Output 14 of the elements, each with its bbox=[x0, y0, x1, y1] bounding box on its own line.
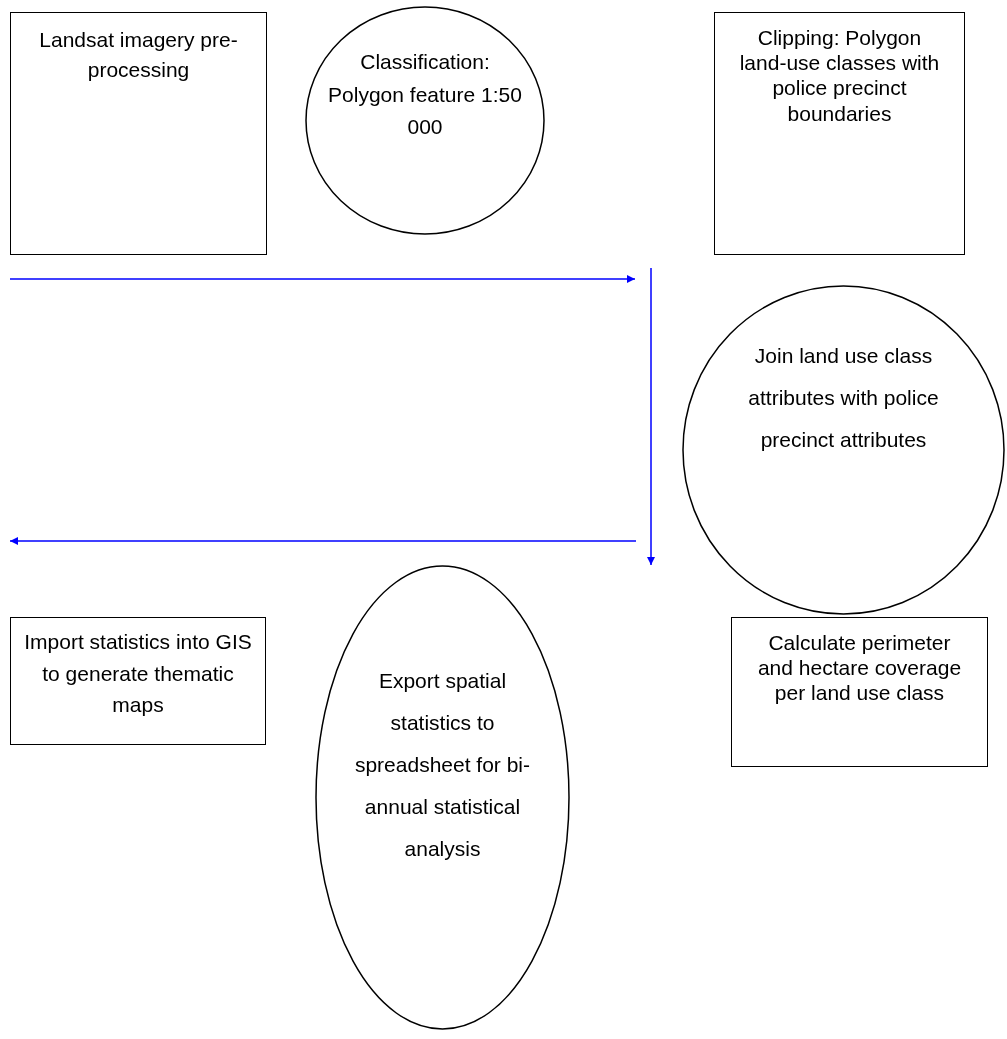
process-box bbox=[714, 12, 965, 255]
step-text: Landsat imagery pre-processing bbox=[38, 27, 239, 84]
process-ellipse bbox=[315, 565, 570, 1030]
process-box bbox=[10, 12, 267, 255]
process-ellipse bbox=[305, 6, 545, 235]
step-text: Classification: Polygon feature 1:50 000 bbox=[327, 49, 523, 141]
step-text: Join land use class attributes with police precinct attributes bbox=[747, 343, 940, 453]
step-text: Calculate perimeter and hectare coverage per land use class bbox=[756, 630, 963, 706]
process-box bbox=[10, 617, 266, 745]
step-text: Import statistics into GIS to generate thematic maps bbox=[23, 629, 253, 718]
step-text: Clipping: Polygon land-use classes with police precinct boundaries bbox=[739, 25, 940, 126]
step-text: Export spatial statistics to spreadsheet for bi-annual statistical analysis bbox=[353, 668, 532, 862]
process-ellipse bbox=[682, 285, 1005, 615]
process-box bbox=[731, 617, 988, 767]
